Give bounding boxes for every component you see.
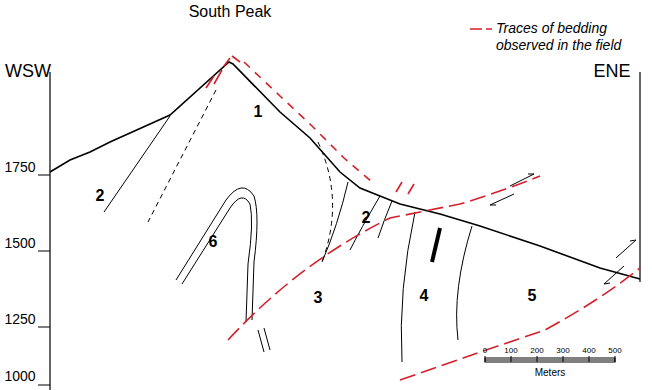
unit-number: 6 — [209, 233, 218, 251]
scale-number: 400 — [582, 347, 595, 356]
direction-label: ENE — [593, 62, 630, 82]
fold-hinge — [176, 188, 257, 322]
elevation-ticks — [38, 175, 50, 385]
bedding-trace — [206, 56, 414, 194]
unit-number: 5 — [528, 287, 537, 305]
elevation-label: 1500 — [4, 236, 35, 251]
topographic-profile — [50, 62, 640, 279]
elevation-label: 1250 — [4, 312, 35, 327]
dike — [432, 228, 440, 262]
unit-number: 4 — [420, 287, 429, 305]
scale-number: 100 — [504, 347, 517, 356]
geologic-contacts — [104, 90, 472, 362]
legend-sample — [470, 28, 492, 30]
direction-label: WSW — [5, 62, 51, 82]
scale-number: 500 — [608, 347, 621, 356]
scale-unit: Meters — [535, 367, 566, 378]
unit-number: 2 — [96, 187, 105, 205]
scale-number: 300 — [556, 347, 569, 356]
scale-bar — [485, 356, 615, 362]
peak-name: South Peak — [189, 3, 272, 21]
elevation-label: 1000 — [4, 369, 35, 384]
legend-text: Traces of bedding observed in the field — [496, 20, 646, 54]
slip-arrow — [490, 174, 636, 284]
scale-number: 200 — [530, 347, 543, 356]
scale-number: 0 — [483, 347, 487, 356]
section-border — [639, 72, 640, 282]
unit-number: 3 — [314, 289, 323, 307]
unit-number: 2 — [362, 209, 371, 227]
thrust-fault — [228, 176, 640, 380]
elevation-label: 1750 — [4, 160, 35, 175]
unit-number: 1 — [254, 103, 263, 121]
section-border — [49, 72, 50, 390]
